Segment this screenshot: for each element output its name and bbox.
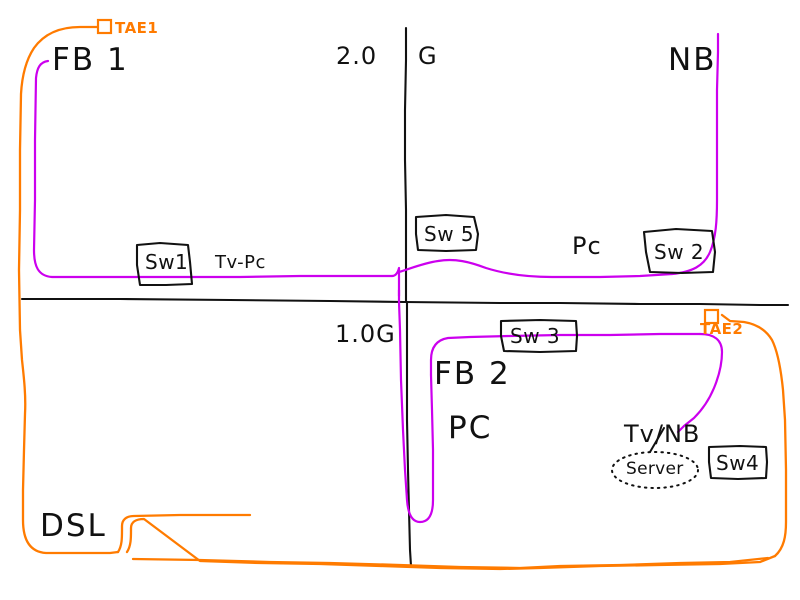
label-tae1: TAE1 xyxy=(115,19,159,37)
label-sw5: Sw 5 xyxy=(424,222,475,246)
sw3-box xyxy=(499,318,579,354)
label-tv-pc: Tv-Pc xyxy=(215,252,266,273)
cable-sw3-to-sw4 xyxy=(676,332,724,434)
cable-fb2-to-sw3 xyxy=(429,332,702,377)
sw5-box xyxy=(414,213,480,253)
label-sw4: Sw4 xyxy=(716,451,760,475)
label-fb1: FB 1 xyxy=(52,42,129,78)
orange-dsl-bottom-run xyxy=(131,556,770,570)
cable-sw5-to-sw2 xyxy=(397,258,674,279)
server-dotted-ellipse xyxy=(611,451,699,489)
cable-sw2-to-nb xyxy=(670,32,720,276)
label-tv-nb: Tv/NB xyxy=(624,420,701,448)
wire-dsl-branch-upper xyxy=(116,513,252,554)
label-server: Server xyxy=(626,459,684,479)
sw4-box xyxy=(707,444,769,481)
label-speed-bottom: 1.0G xyxy=(335,320,396,348)
purple-lan-cables xyxy=(32,32,724,524)
label-fb2: FB 2 xyxy=(434,356,511,392)
label-sw2: Sw 2 xyxy=(654,240,705,264)
wire-tae1-to-dsl xyxy=(17,25,120,555)
label-speed-top: 2.0 xyxy=(336,42,378,70)
cable-riser-drop xyxy=(397,288,435,524)
label-speed-top-unit: G xyxy=(418,42,438,70)
riser-line-lower xyxy=(405,300,413,568)
label-sw1: Sw1 xyxy=(145,250,189,274)
label-sw3: Sw 3 xyxy=(510,324,561,348)
floor-divider-line xyxy=(20,297,790,307)
sw1-box xyxy=(135,241,194,287)
riser-line-upper xyxy=(403,26,408,304)
switch-boxes xyxy=(135,213,769,481)
label-dsl: DSL xyxy=(40,508,107,544)
sw2-box xyxy=(642,227,717,275)
wire-dsl-bottom-straight xyxy=(131,556,770,570)
wire-bottom-to-tae2 xyxy=(720,313,788,558)
tae1-connector-icon xyxy=(96,18,113,35)
cable-sw5-stub xyxy=(390,266,401,298)
cable-fb1-to-sw1 xyxy=(32,59,394,279)
tv-nb-server-leader xyxy=(649,427,665,453)
label-pc-top: Pc xyxy=(572,232,602,260)
black-structure-lines xyxy=(20,26,790,568)
label-nb-top: NB xyxy=(668,42,717,78)
label-pc-bottom: PC xyxy=(448,410,493,446)
label-tae2: TAE2 xyxy=(700,320,744,338)
tae2-connector-icon xyxy=(703,308,720,325)
